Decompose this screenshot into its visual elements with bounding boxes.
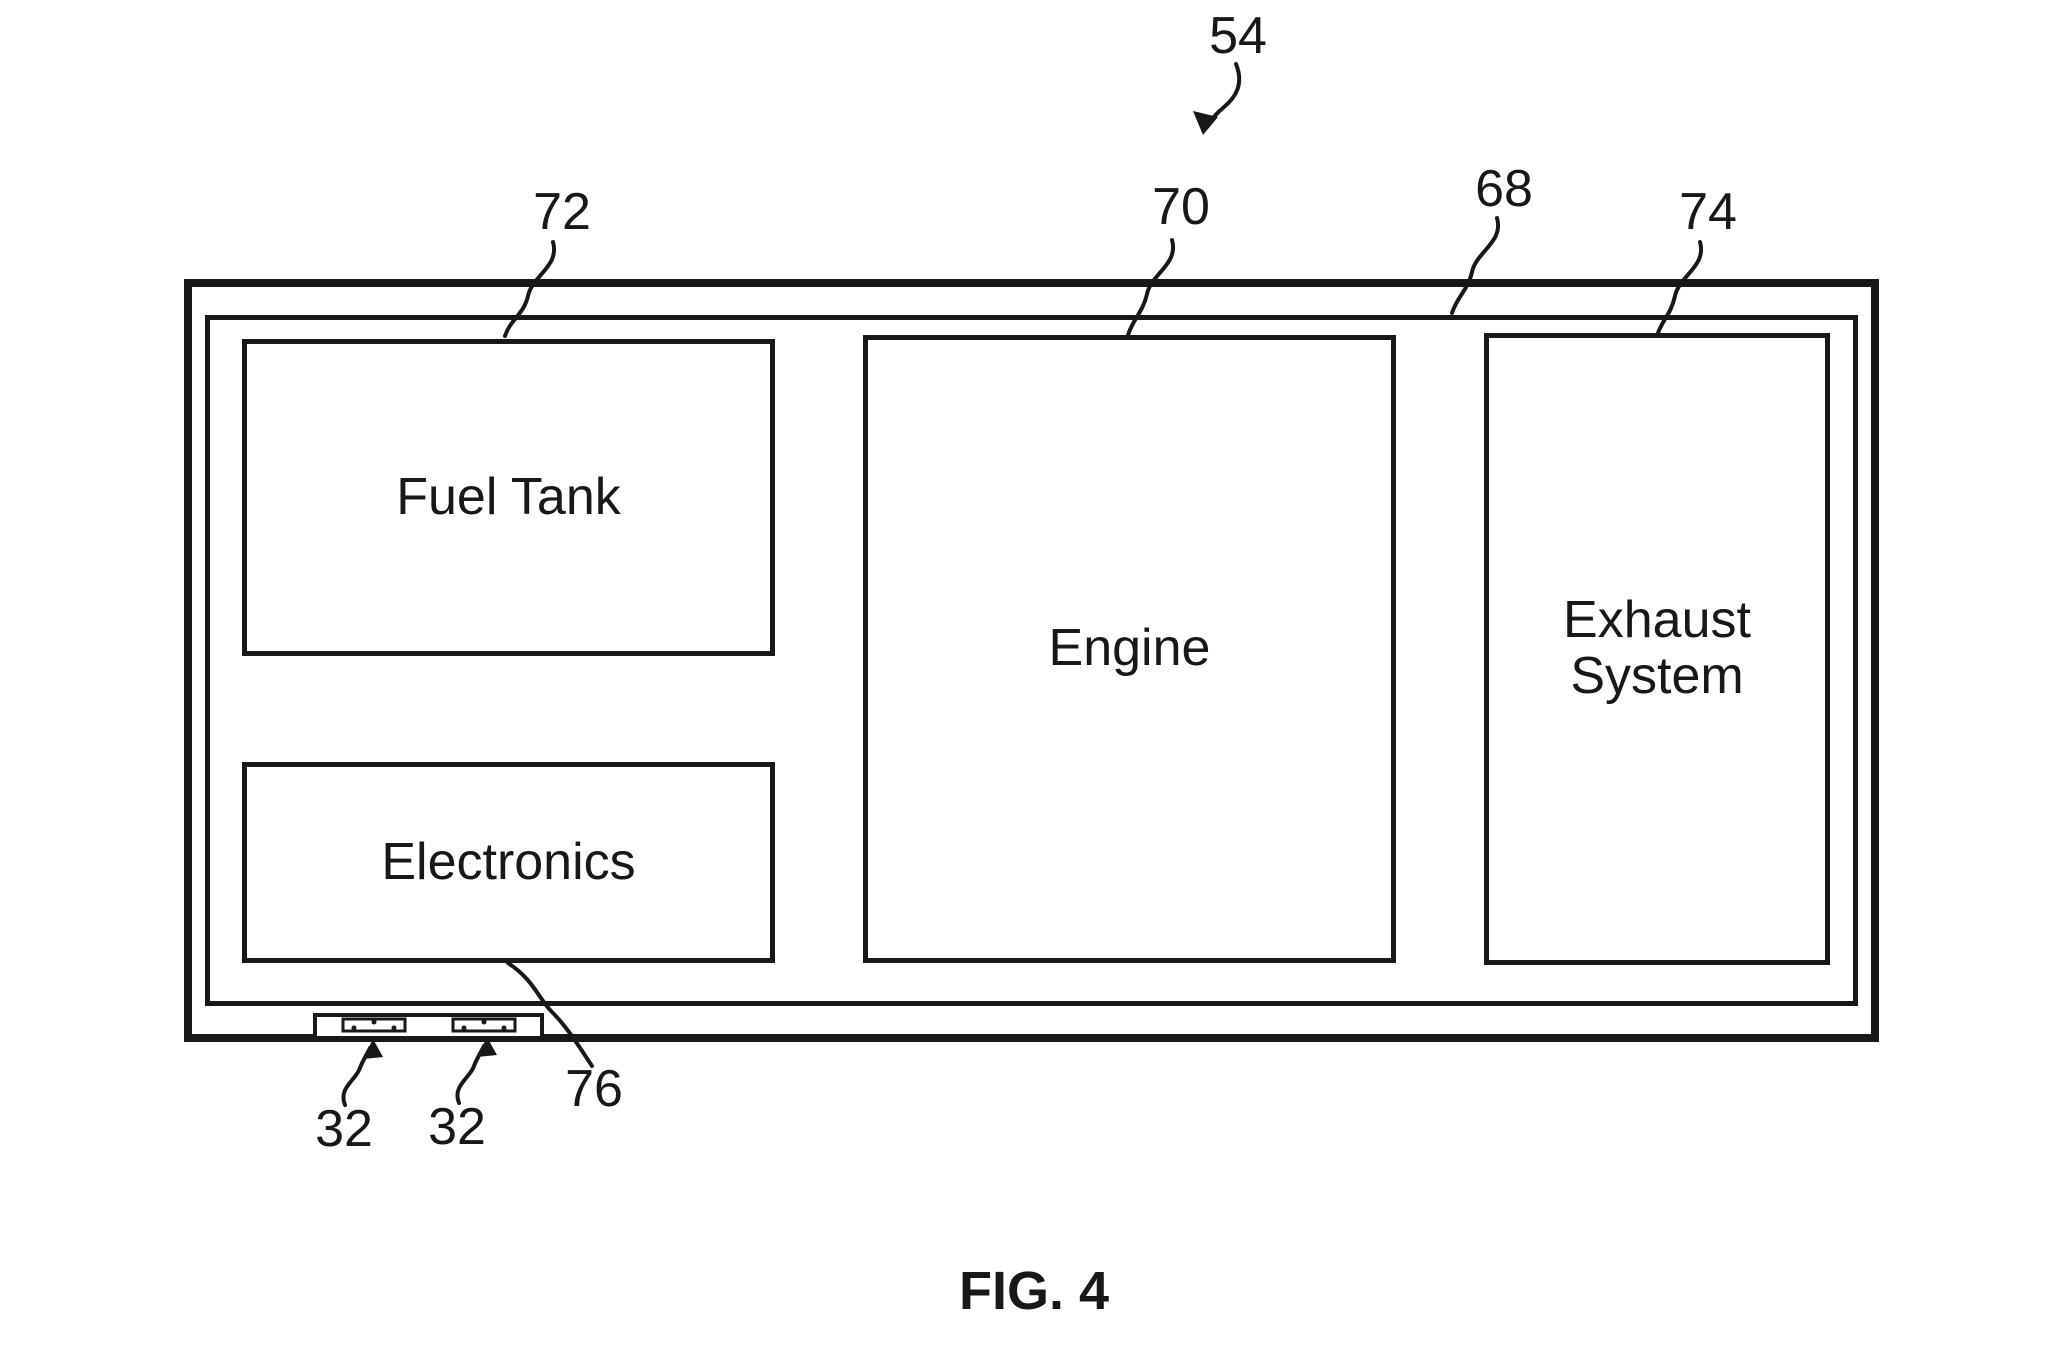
electronics-box: Electronics	[242, 762, 775, 963]
figure-caption: FIG. 4	[958, 1261, 1110, 1321]
ref-72-fuel-tank: 72	[533, 183, 591, 241]
leader-54-arrow	[1205, 62, 1242, 128]
ref-76-electronics: 76	[565, 1060, 623, 1118]
electronics-label: Electronics	[381, 832, 636, 891]
fuel-tank-box: Fuel Tank	[242, 339, 775, 656]
exhaust-system-box: Exhaust System	[1484, 333, 1830, 965]
ref-32-connector-right: 32	[428, 1098, 486, 1156]
arrowhead-54	[1193, 111, 1218, 135]
arrow-32-right	[455, 1044, 486, 1105]
fuel-tank-label: Fuel Tank	[396, 467, 621, 526]
exhaust-system-label: Exhaust System	[1563, 591, 1751, 705]
engine-label: Engine	[1048, 619, 1211, 678]
ref-32-connector-left: 32	[315, 1100, 373, 1158]
ref-74-exhaust-system: 74	[1679, 183, 1737, 241]
arrowhead-32-left	[363, 1039, 383, 1059]
arrow-32-left	[341, 1046, 372, 1107]
ref-68-frame: 68	[1475, 160, 1533, 218]
engine-box: Engine	[863, 335, 1396, 963]
ref-70-engine: 70	[1152, 178, 1210, 236]
ref-54-assembly: 54	[1209, 7, 1267, 65]
